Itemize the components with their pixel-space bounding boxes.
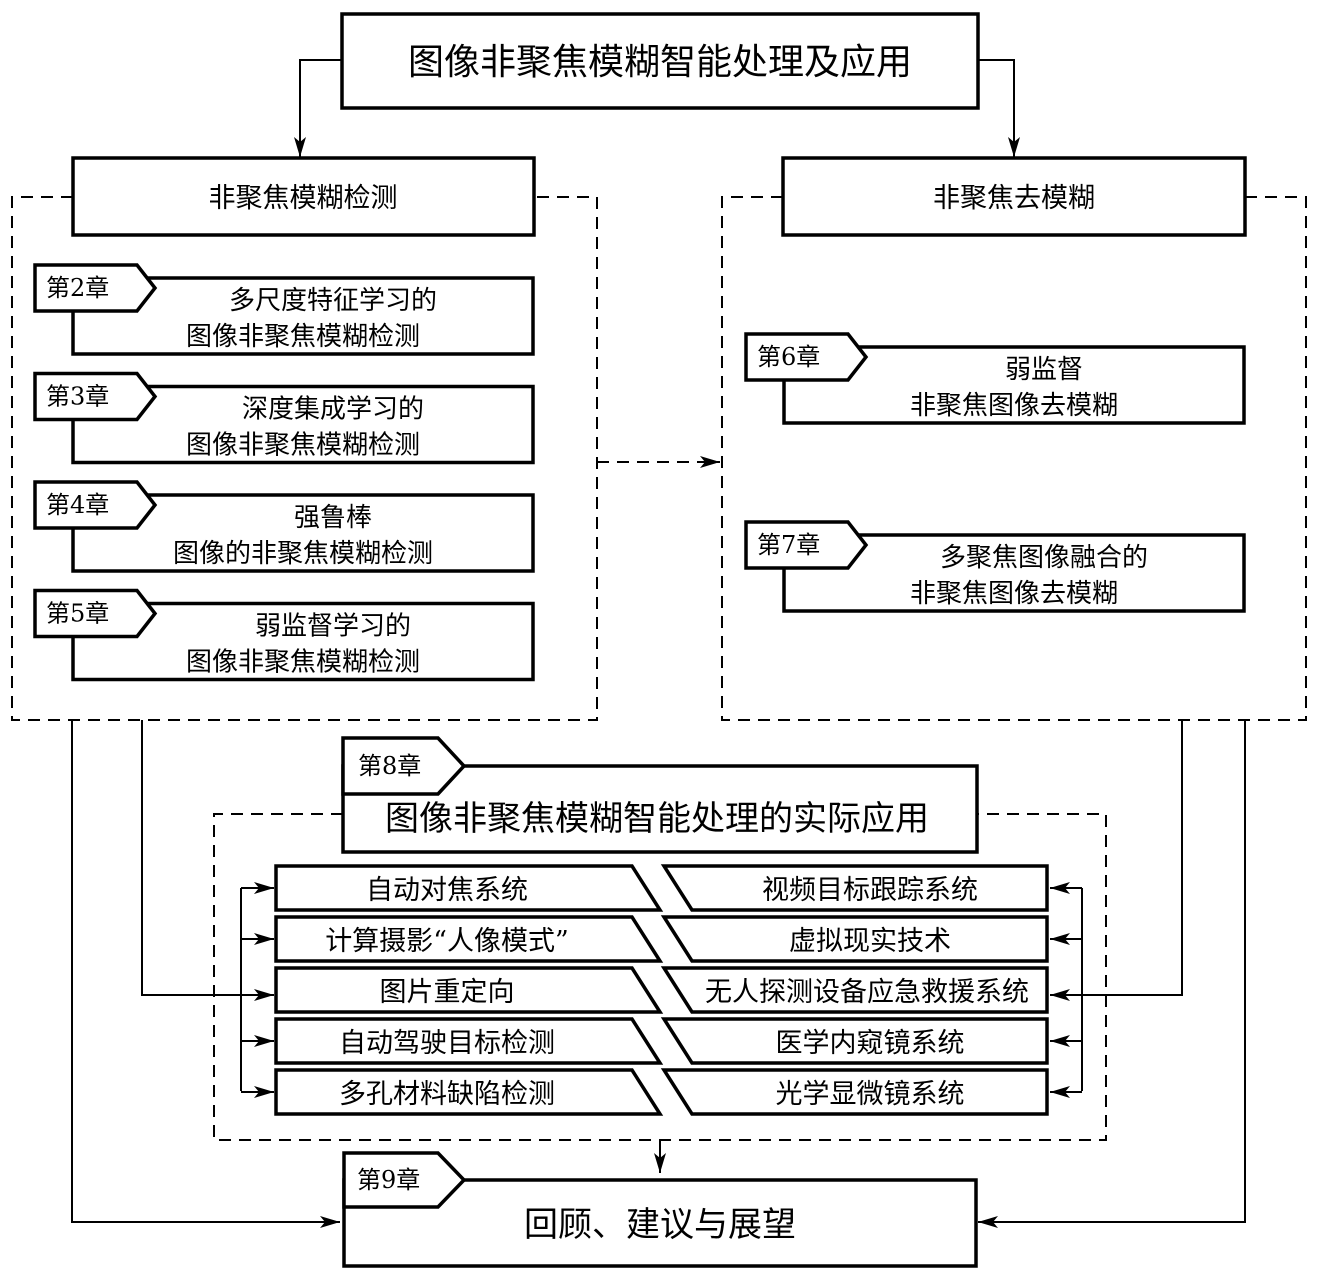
chapter-tag-9-label: 第9章 [357,1166,420,1194]
chapter-tag-8-label: 第8章 [358,752,421,780]
application-left-label: 计算摄影“人像模式” [325,926,569,957]
detection-chapter-2-tag-label: 第2章 [46,274,109,302]
arrow-deblur-to-conclusion [978,720,1246,1228]
deblur-chapter-6-line1: 弱监督 [1005,355,1083,385]
deblur-chapter-6-tag [744,332,869,382]
application-left-label: 自动驾驶目标检测 [339,1028,555,1059]
application-right-box [660,966,1049,1014]
arrow-deblur-to-apps [1050,720,1183,1001]
application-left-box [274,966,664,1014]
detection-chapter-4-tag-label: 第4章 [46,491,109,519]
chapter-tag-9 [342,1151,467,1209]
chapter-tag-8 [341,736,467,796]
application-right-box [660,915,1049,963]
application-right-label: 光学显微镜系统 [776,1079,965,1110]
detection-title: 非聚焦模糊检测 [209,183,398,214]
detection-header-box [71,156,536,237]
deblur-header-box [781,156,1247,237]
application-right-label: 视频目标跟踪系统 [762,875,978,906]
arrow-root-to-deblur [978,59,1020,157]
detection-chapter-2-line1: 多尺度特征学习的 [229,286,437,316]
detection-chapter-5-line2: 图像非聚焦模糊检测 [186,648,420,678]
application-left-box [274,1017,664,1065]
deblur-title: 非聚焦去模糊 [933,183,1095,214]
detection-chapter-3-line1: 深度集成学习的 [242,395,424,425]
root-title-node: 图像非聚焦模糊智能处理及应用 [340,12,980,110]
detection-chapter-3-line2: 图像非聚焦模糊检测 [186,431,420,461]
detection-chapter-5-tag-label: 第5章 [46,600,109,628]
application-right-label: 虚拟现实技术 [789,926,951,957]
application-right-box [660,1068,1049,1116]
application-right-box [660,864,1049,912]
application-left-label: 多孔材料缺陷检测 [339,1079,555,1110]
application-title: 图像非聚焦模糊智能处理的实际应用 [385,799,929,839]
detection-chapter-2-box [71,276,535,356]
arrow-detection-to-apps [141,720,274,1001]
detection-chapter-5-tag [33,588,158,639]
application-right-label: 无人探测设备应急救援系统 [705,977,1029,1008]
conclusion-node: 第9章 回顾、建议与展望 [342,1151,978,1268]
deblur-chapter-7-tag-label: 第7章 [757,531,820,559]
application-left-box [274,864,664,912]
detection-chapter-2-tag [33,263,158,313]
detection-chapter-4-line1: 强鲁棒 [294,503,372,533]
detection-chapter-5-line1: 弱监督学习的 [255,612,411,642]
deblur-dashed-frame [721,196,1307,721]
arrow-detection-to-conclusion [71,720,340,1228]
deblur-chapter-7-tag [744,520,869,570]
detection-chapter-3-tag [33,371,158,422]
application-left-label: 自动对焦系统 [366,875,528,906]
deblur-chapter-7-line2: 非聚焦图像去模糊 [910,579,1118,609]
deblur-chapter-6-tag-label: 第6章 [757,343,820,371]
detection-chapter-3-tag-label: 第3章 [46,383,109,411]
application-right-box [660,1017,1049,1065]
conclusion-title: 回顾、建议与展望 [524,1205,796,1245]
deblur-chapter-7-line1: 多聚焦图像融合的 [940,543,1148,573]
application-right-label: 医学内窥镜系统 [776,1028,965,1059]
detection-chapter-4-tag [33,480,158,530]
deblur-chapter-7-box [782,533,1246,613]
detection-chapter-2-line2: 图像非聚焦模糊检测 [186,322,420,352]
detection-section: 非聚焦模糊检测 第2章多尺度特征学习的图像非聚焦模糊检测第3章深度集成学习的图像… [11,156,598,721]
arrow-root-to-detection [294,59,342,157]
application-left-box [274,915,664,963]
detection-dashed-frame [11,196,598,721]
deblur-section: 非聚焦去模糊 第6章弱监督非聚焦图像去模糊第7章多聚焦图像融合的非聚焦图像去模糊 [721,156,1307,721]
application-left-label: 图片重定向 [380,977,515,1008]
deblur-chapter-6-line2: 非聚焦图像去模糊 [910,391,1118,421]
root-title: 图像非聚焦模糊智能处理及应用 [408,42,912,83]
application-left-box [274,1068,664,1116]
detection-chapter-4-line2: 图像的非聚焦模糊检测 [173,539,433,569]
